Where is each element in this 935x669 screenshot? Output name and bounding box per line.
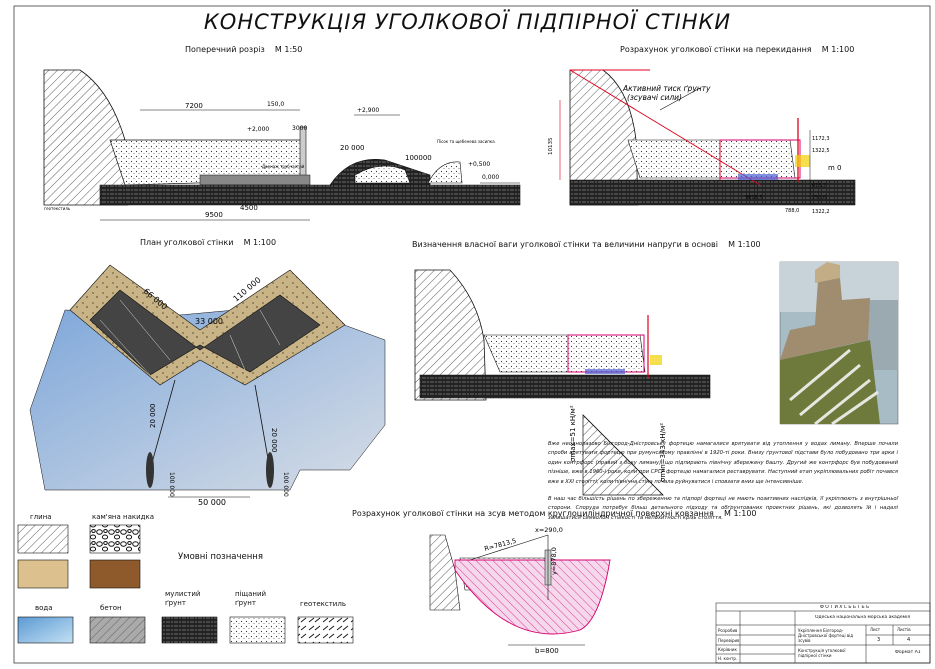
dim-33000: 33 000 [195, 317, 223, 326]
dim-10135: 10135 [548, 137, 554, 155]
dim-1322: 1322,5 [812, 148, 830, 154]
shear-x: x=290,0 [535, 526, 563, 534]
title-block [715, 602, 931, 664]
dim-100a: 100 000 [168, 472, 175, 497]
tb-project: Укріплення Білгород-Дністровської фортец… [798, 628, 854, 643]
legend-clay-label: глина [30, 513, 52, 521]
legend-concrete-swatch [89, 616, 146, 644]
tb-university: Одеська національна морська академія [814, 615, 911, 620]
shear-drawing [429, 534, 611, 646]
tb-sheet-title: Конструкція уголкової підпірної стінки [798, 648, 846, 658]
dim-150: 150,0 [267, 101, 284, 108]
lvl-2900: +2,900 [357, 107, 379, 114]
legend [17, 524, 354, 644]
dim-20000b: 20 000 [270, 428, 278, 453]
legend-clay-swatch [17, 524, 69, 554]
legend-silt-label: мулистий ґрунт [165, 590, 201, 607]
legend-clay-color [17, 559, 69, 589]
page-title: КОНСТРУКЦІЯ УГОЛКОВОЇ ПІДПІРНОЇ СТІНКИ [203, 10, 732, 34]
dim-7200: 7200 [185, 102, 203, 110]
lvl-2000: +2,000 [247, 126, 269, 133]
tb-role-3: Н. контр. [718, 656, 738, 661]
dim-3000: 3000 [292, 125, 307, 132]
tb-format: Формат А1 [895, 650, 921, 655]
dim-100000: 100000 [405, 154, 432, 162]
page-border [13, 5, 931, 664]
lvl-0000: 0,000 [482, 174, 499, 181]
tb-sheet-no: 3 [877, 637, 881, 643]
tb-role-0: Розробив [718, 628, 738, 633]
legend-water-label: вода [35, 604, 53, 612]
active-pressure-label2: (зсувачі сили) [627, 93, 682, 102]
dim-20000: 20 000 [340, 144, 365, 152]
tb-sheets-label: Листів [897, 627, 911, 632]
legend-stones-color [89, 559, 141, 589]
plan-drawing [29, 264, 386, 498]
description-text: Вже неодноразово Білгород-Дністровську ф… [548, 440, 898, 523]
weight-caption: Визначення власної ваги уголкової стінки… [412, 240, 761, 249]
legend-geotex-swatch [297, 616, 354, 644]
tb-sheet-label: Лист [870, 627, 881, 632]
legend-heading: Умовні позначення [178, 552, 263, 562]
legend-water-swatch [17, 616, 74, 644]
dim-788: 788,0 [785, 208, 799, 214]
dim-1172: 1172,3 [812, 136, 830, 142]
dim-251: 251,0 [812, 195, 826, 201]
overlap-drawing [559, 69, 856, 206]
legend-geotex-label: геотекстиль [300, 600, 346, 608]
fortress-photo [779, 261, 899, 426]
dim-1322b: 1322,2 [812, 209, 830, 215]
description-paragraph-1: Вже неодноразово Білгород-Дністровську ф… [548, 441, 898, 485]
legend-sand-label: піщаний ґрунт [235, 590, 267, 607]
overlap-caption: Розрахунок уголкової стінки на перекидан… [620, 45, 855, 54]
shear-caption: Розрахунок уголкової стінки на зсув мето… [352, 509, 757, 518]
legend-stones-swatch [89, 524, 141, 554]
active-pressure-label: Активний тиск ґрунту [622, 84, 711, 93]
legend-sand-swatch [229, 616, 286, 644]
sigma-min: σmin=343 кН/м² [659, 423, 667, 482]
dim-4500: 4500 [240, 204, 258, 212]
sigma-max: σmax=51 кН/м² [569, 405, 577, 462]
weight-drawing [414, 269, 711, 496]
description-paragraph-2: В наш час більшість рішень по збереженню… [548, 496, 898, 521]
note-geotextile: геотекстиль [44, 206, 71, 211]
lvl-0500: +0,500 [468, 161, 490, 168]
tb-header: Ф О Т И Х С Б Б Т Б Б [820, 605, 870, 610]
dim-20000a: 20 000 [149, 404, 157, 429]
shear-b: b=800 [535, 647, 559, 655]
legend-concrete-label: бетон [100, 604, 122, 612]
dim-615: 615,2 [812, 183, 826, 189]
cross-section-caption: Поперечний розріз М 1:50 [185, 45, 303, 54]
legend-stones-label: кам'яна накидка [92, 513, 155, 521]
note-sand: Пісок та щебенева засипка [437, 139, 495, 144]
legend-silt-swatch [161, 616, 218, 644]
label-m0: m 0 [828, 164, 842, 172]
shear-y: y=878,0 [550, 547, 558, 575]
tb-role-1: Перевірив [718, 638, 740, 643]
dim-100b: 100 000 [282, 472, 289, 497]
cross-section-drawing [43, 69, 521, 221]
dim-3618: 3618,5 [745, 195, 763, 201]
note-drain: Дренаж трубчастий [262, 164, 305, 169]
plan-caption: План уголкової стінки М 1:100 [140, 238, 277, 247]
dim-9500: 9500 [205, 211, 223, 219]
dim-50000: 50 000 [198, 498, 226, 507]
tb-role-2: Керівник [718, 647, 737, 652]
tb-sheets-no: 4 [907, 637, 911, 643]
